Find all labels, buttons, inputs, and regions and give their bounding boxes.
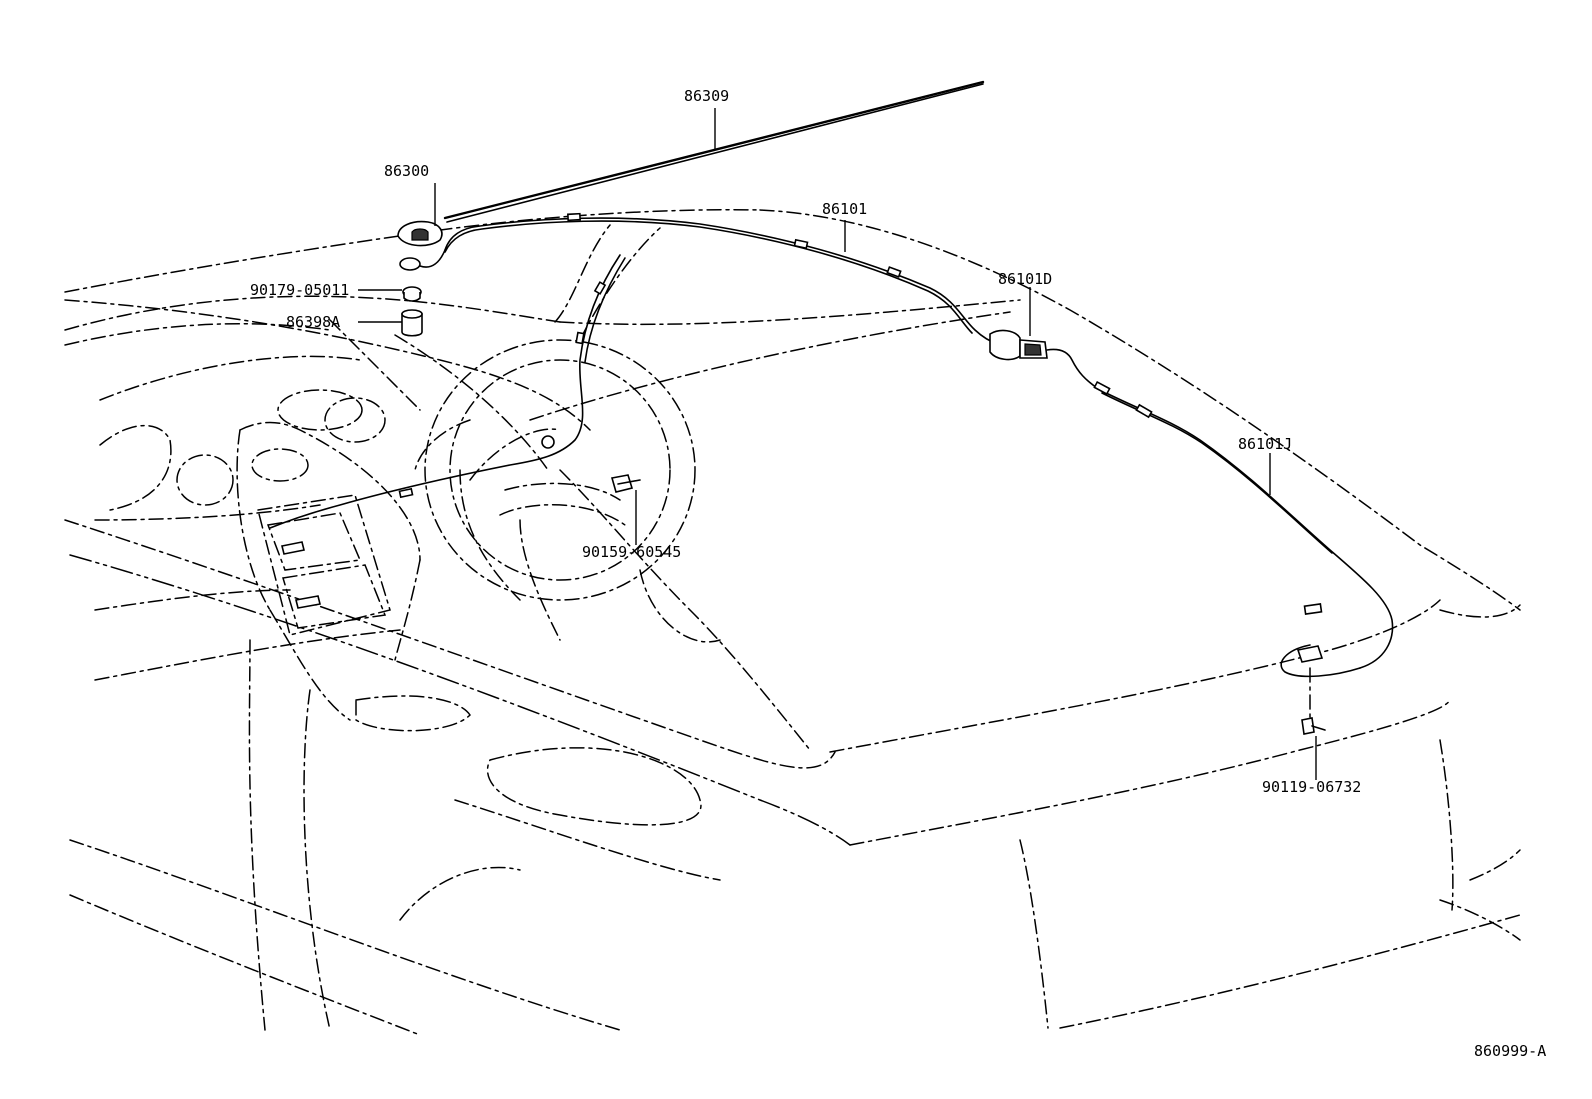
label-86101: 86101 — [822, 200, 867, 218]
dashboard — [99, 319, 811, 751]
antenna-cable — [269, 212, 1394, 678]
part-labels: 86309 86300 86101 86101D 86101J 90179-05… — [250, 87, 1546, 1060]
antenna-base — [397, 220, 446, 271]
spacer-part — [401, 309, 423, 337]
label-86101J: 86101J — [1238, 435, 1292, 453]
label-86309: 86309 — [684, 87, 729, 105]
nut-part — [402, 286, 422, 302]
antenna-rod — [443, 80, 985, 223]
label-90159-60545: 90159-60545 — [582, 543, 681, 561]
label-90119-06732: 90119-06732 — [1262, 778, 1361, 796]
label-86101D: 86101D — [998, 270, 1052, 288]
label-86398A: 86398A — [286, 313, 340, 331]
bolt-part — [1301, 667, 1326, 735]
label-90179-05011: 90179-05011 — [250, 281, 349, 299]
label-86300: 86300 — [384, 162, 429, 180]
screw-part — [541, 435, 641, 493]
figure-code: 860999-A — [1474, 1042, 1546, 1060]
leader-lines — [358, 108, 1317, 780]
car-body-outline — [64, 209, 1521, 1036]
